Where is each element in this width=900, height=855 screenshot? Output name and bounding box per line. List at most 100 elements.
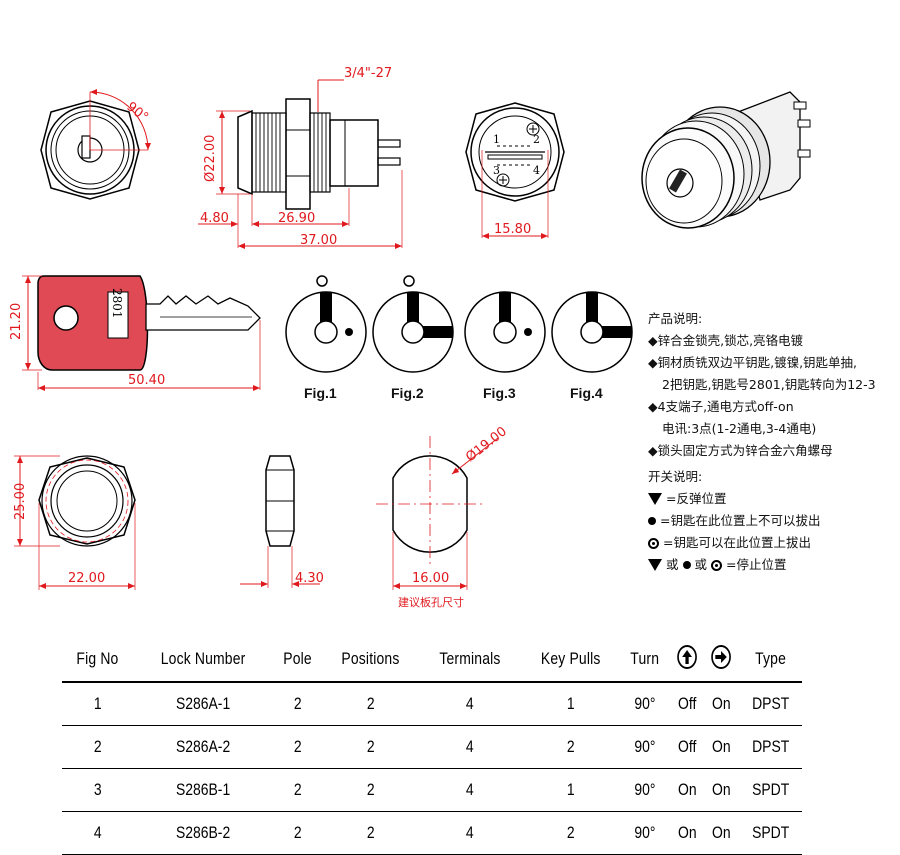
terminal-3: 3 <box>493 164 500 177</box>
cell-key-pulls: 1 <box>566 780 575 799</box>
cell-terminals: 4 <box>466 694 474 713</box>
nut-thick-label: 4.30 <box>295 571 324 586</box>
cell-positions: 2 <box>366 780 375 799</box>
fig-1: Fig.1 <box>285 275 367 401</box>
cell-right: On <box>712 780 731 799</box>
hole-flat-label: 16.00 <box>412 571 449 586</box>
key-length-label: 50.40 <box>128 373 165 388</box>
nut-width-label: 22.00 <box>68 571 105 586</box>
table-row: 1 S286A-1 2 2 4 1 90° Off On DPST <box>62 682 802 726</box>
product-notes-title: 产品说明: <box>648 311 703 326</box>
cell-type: SPDT <box>751 780 790 799</box>
ring-dot-icon <box>648 537 659 549</box>
front-view-lock: 90° <box>40 89 151 200</box>
header-positions: Positions <box>330 637 411 683</box>
cell-up: On <box>677 823 697 842</box>
nut-front-view: 25.00 22.00 <box>13 455 136 590</box>
back-view-terminals: 1 2 3 4 15.80 <box>465 102 565 239</box>
cell-up: Off <box>677 694 697 713</box>
product-note-line: ◆锌合金锁壳,锁芯,亮铬电镀 <box>648 333 804 348</box>
header-pole: Pole <box>277 637 318 683</box>
table-row: 4 S286B-2 2 2 4 2 90° On On SPDT <box>62 811 802 855</box>
total-length-label: 37.00 <box>300 233 337 248</box>
legend-key-removable: =钥匙可以在此位置上拔出 <box>648 532 898 554</box>
legend-text: =钥匙在此位置上不可以拔出 <box>660 513 821 528</box>
legend-text: =停止位置 <box>726 557 787 572</box>
key-drawing: 2801 21.20 50.40 <box>9 275 261 391</box>
header-up-arrow <box>672 637 702 683</box>
legend-key-not-removable: =钥匙在此位置上不可以拔出 <box>648 510 898 532</box>
fig-4: Fig.4 <box>551 291 633 401</box>
header-turn: Turn <box>624 637 666 683</box>
cell-turn: 90° <box>634 737 656 756</box>
cell-pole: 2 <box>293 780 302 799</box>
hole-dia-label: Ø19.00 <box>463 424 510 465</box>
cell-type: SPDT <box>751 823 790 842</box>
cell-key-pulls: 2 <box>566 737 575 756</box>
legend-spring-back: =反弹位置 <box>648 488 898 510</box>
product-note-line: 2把钥匙,钥匙号2801,钥匙转向为12-3 <box>662 377 876 392</box>
cell-lock: S286A-2 <box>175 737 231 756</box>
cell-right: On <box>712 737 731 756</box>
triangle-icon <box>648 493 662 505</box>
cell-terminals: 4 <box>466 823 474 842</box>
technical-drawing: 90° 3/4"-27 Ø22.00 <box>9 66 811 590</box>
cell-key-pulls: 2 <box>566 823 575 842</box>
cell-terminals: 4 <box>466 737 474 756</box>
header-right-arrow <box>707 637 736 683</box>
lock-3d-view <box>641 91 811 229</box>
legend-text: =反弹位置 <box>666 491 727 506</box>
cell-turn: 90° <box>634 694 656 713</box>
cell-key-pulls: 1 <box>566 694 575 713</box>
product-note-line: ◆铜材质铣双边平钥匙,镀镍,钥匙单抽, <box>648 355 858 370</box>
fig-2: Fig.2 <box>372 275 454 401</box>
up-arrow-icon <box>677 644 697 669</box>
fig-1-label: Fig.1 <box>304 385 337 401</box>
thread-label: 3/4"-27 <box>344 66 392 81</box>
cell-positions: 2 <box>366 694 375 713</box>
fig-3: Fig.3 <box>464 291 546 401</box>
flange-label: 4.80 <box>200 211 229 226</box>
fig-2-label: Fig.2 <box>391 385 424 401</box>
key-number: 2801 <box>110 288 124 319</box>
panel-hole-view: Ø19.00 16.00 <box>376 424 510 590</box>
body-length-label: 26.90 <box>278 211 315 226</box>
cell-type: DPST <box>751 737 790 756</box>
cell-terminals: 4 <box>466 780 474 799</box>
header-key-pulls: Key Pulls <box>529 637 612 683</box>
dot-icon <box>648 517 656 525</box>
cell-up: On <box>677 780 697 799</box>
cell-turn: 90° <box>634 823 656 842</box>
legend-text: 或 <box>694 557 708 572</box>
key-height-label: 21.20 <box>9 303 24 340</box>
header-fig-no: Fig No <box>68 637 127 683</box>
diameter-label: Ø22.00 <box>203 135 218 182</box>
angle-label: 90° <box>124 99 151 125</box>
side-view-lock: 3/4"-27 Ø22.00 4.80 26.90 37.00 <box>198 66 403 249</box>
cell-fig: 1 <box>93 694 102 713</box>
triangle-icon <box>648 559 662 571</box>
legend-text: 或 <box>666 557 679 572</box>
cell-up: Off <box>677 737 697 756</box>
product-note-line: 电讯:3点(1-2通电,3-4通电) <box>662 421 817 436</box>
fig-4-label: Fig.4 <box>570 385 603 401</box>
hole-caption: 建议板孔尺寸 <box>398 596 464 609</box>
product-note-line: ◆锁头固定方式为锌合金六角螺母 <box>648 443 833 458</box>
right-arrow-icon <box>711 644 732 669</box>
nut-height-label: 25.00 <box>13 483 28 520</box>
legend-text: =钥匙可以在此位置上拔出 <box>663 535 811 550</box>
header-type: Type <box>744 637 797 683</box>
cell-lock: S286B-1 <box>175 780 231 799</box>
switch-notes-title: 开关说明: <box>648 469 703 484</box>
cell-right: On <box>712 694 731 713</box>
cell-lock: S286A-1 <box>175 694 231 713</box>
cell-pole: 2 <box>293 737 302 756</box>
terminal-2: 2 <box>533 133 540 146</box>
table-row: 3 S286B-1 2 2 4 1 90° On On SPDT <box>62 768 802 812</box>
cell-turn: 90° <box>634 780 656 799</box>
cell-pole: 2 <box>293 823 302 842</box>
notes-panel: 产品说明: ◆锌合金锁壳,锁芯,亮铬电镀 ◆铜材质铣双边平钥匙,镀镍,钥匙单抽,… <box>648 308 898 576</box>
terminal-4: 4 <box>533 164 540 177</box>
cell-fig: 2 <box>93 737 102 756</box>
cell-pole: 2 <box>293 694 302 713</box>
